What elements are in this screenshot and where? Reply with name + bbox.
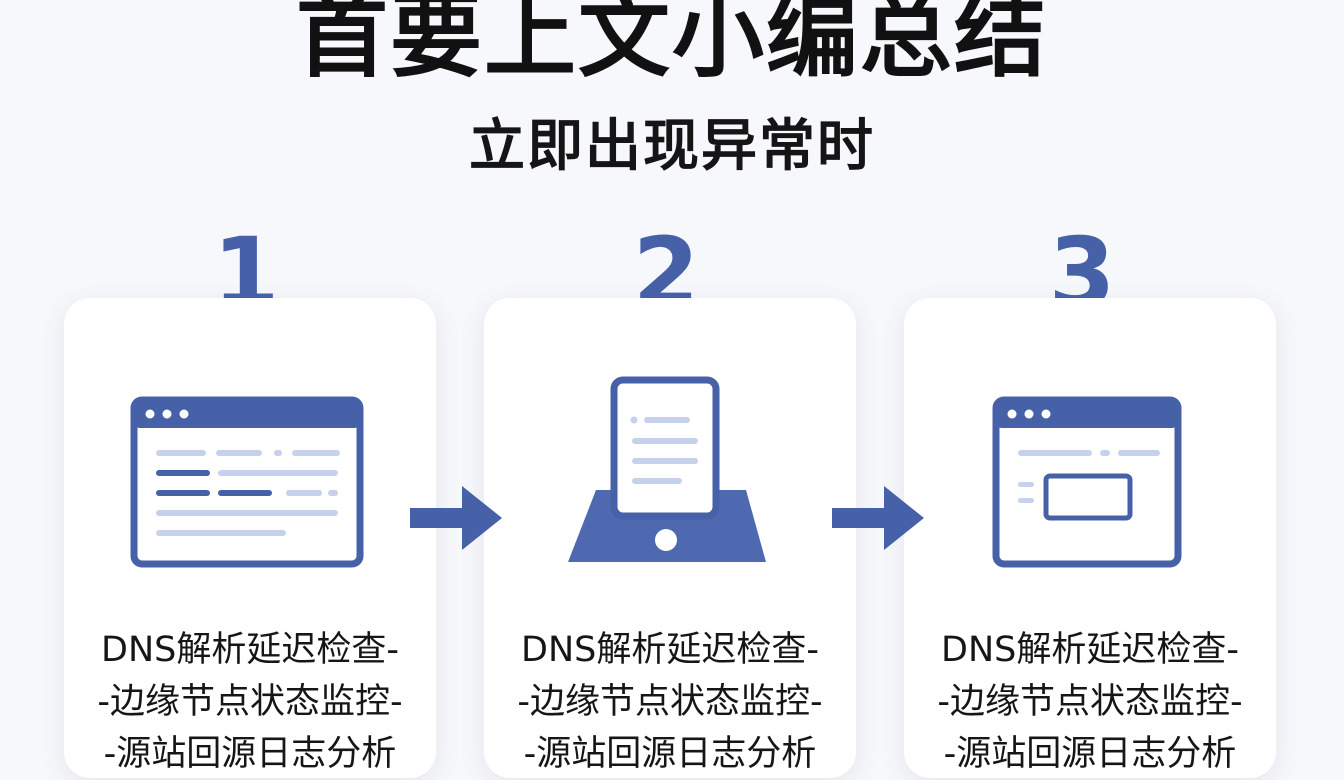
step-line: -边缘节点状态监控- (517, 682, 823, 722)
browser-panel-icon (992, 396, 1182, 568)
arrow-right-icon (832, 486, 924, 550)
step-description-2: DNS解析延迟检查- -边缘节点状态监控- -源站回源日志分析 (484, 624, 856, 780)
step-card-2: DNS解析延迟检查- -边缘节点状态监控- -源站回源日志分析 (484, 298, 856, 778)
page-subtitle: 立即出现异常时 (469, 114, 875, 179)
tablet-dock-icon (568, 376, 766, 562)
arrow-right-icon (410, 486, 502, 550)
step-line: DNS解析延迟检查- (101, 630, 399, 670)
page-title: 首要上文小编总结 (295, 0, 1048, 90)
step-description-3: DNS解析延迟检查- -边缘节点状态监控- -源站回源日志分析 (904, 624, 1276, 780)
step-line: -源站回源日志分析 (523, 734, 817, 774)
step-line: -边缘节点状态监控- (97, 682, 403, 722)
step-line: -边缘节点状态监控- (937, 682, 1243, 722)
step-card-1: DNS解析延迟检查- -边缘节点状态监控- -源站回源日志分析 (64, 298, 436, 778)
step-line: DNS解析延迟检查- (941, 630, 1239, 670)
step-line: -源站回源日志分析 (943, 734, 1237, 774)
step-line: -源站回源日志分析 (103, 734, 397, 774)
step-card-3: DNS解析延迟检查- -边缘节点状态监控- -源站回源日志分析 (904, 298, 1276, 778)
browser-window-icon (130, 396, 364, 568)
step-line: DNS解析延迟检查- (521, 630, 819, 670)
step-description-1: DNS解析延迟检查- -边缘节点状态监控- -源站回源日志分析 (64, 624, 436, 780)
